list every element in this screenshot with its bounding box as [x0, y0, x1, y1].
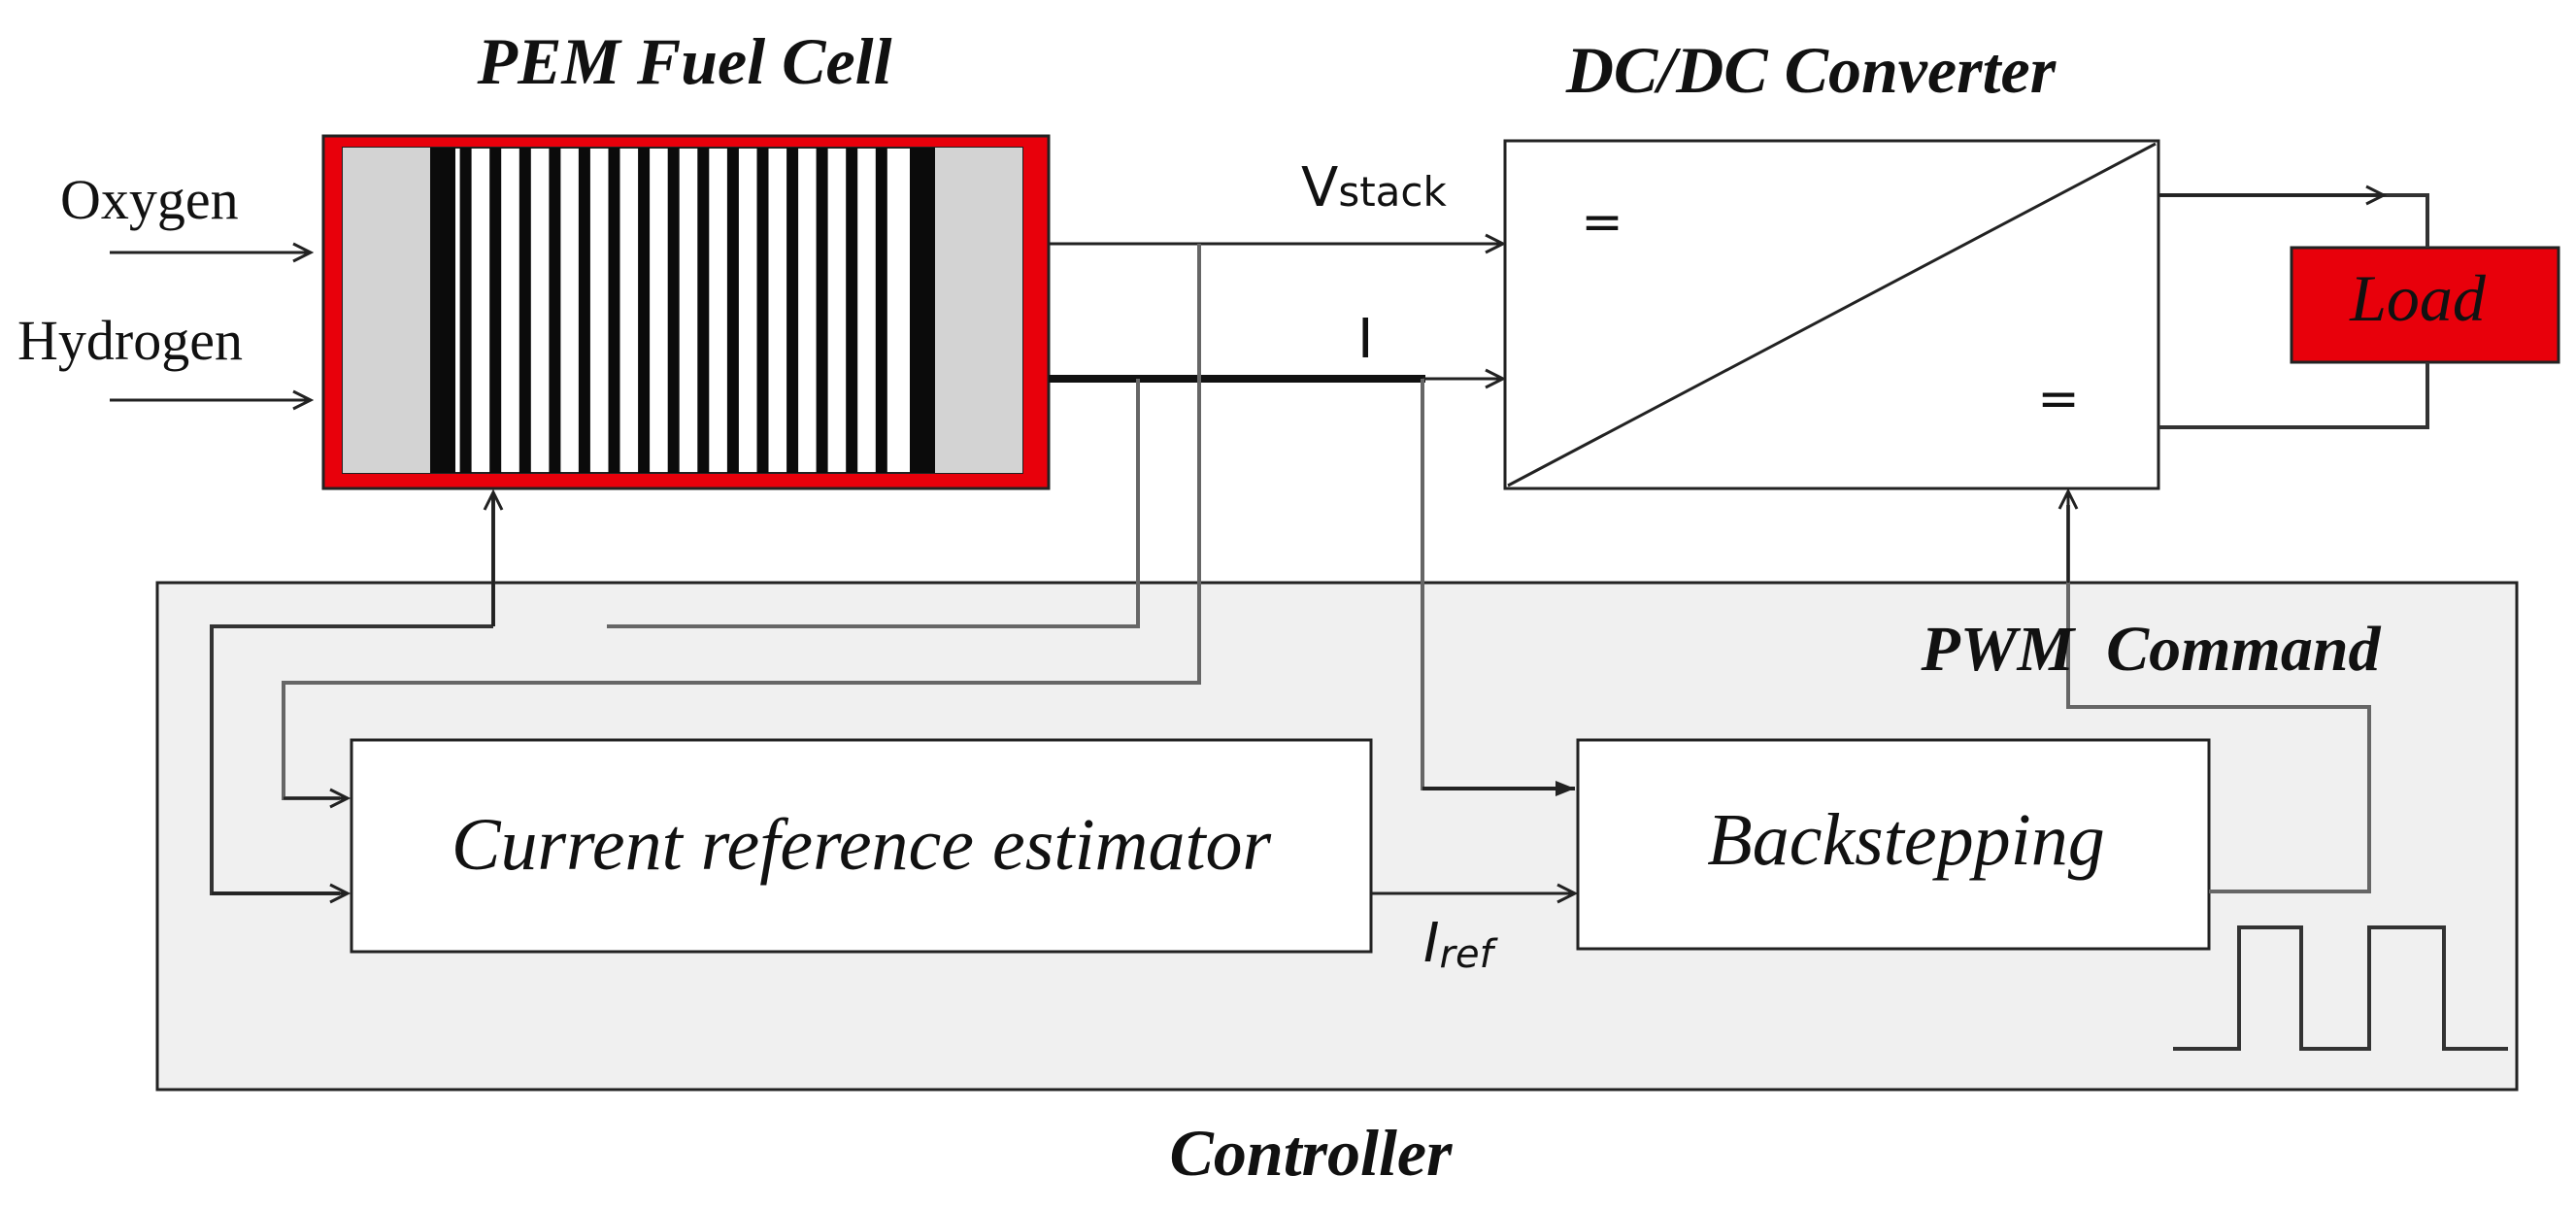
- fuel-cell-stack: [321, 134, 1051, 490]
- fuel-cell-title: PEM Fuel Cell: [477, 24, 892, 98]
- membrane-stripe: [697, 148, 710, 473]
- controller-label: Controller: [1170, 1116, 1453, 1190]
- membrane-stripe: [786, 148, 799, 473]
- backstepping-box: [1576, 738, 2211, 951]
- vstack-label: Vstack: [1301, 156, 1447, 219]
- membrane-stripe: [519, 148, 531, 473]
- pwm-command-label: PWM Command: [1920, 614, 2381, 685]
- oxygen-label: Oxygen: [60, 168, 239, 231]
- membrane-stripe: [756, 148, 769, 473]
- converter-title: DC/DC Converter: [1565, 33, 2057, 107]
- converter-symbol-out: =: [2037, 370, 2080, 428]
- end-plate-left: [343, 148, 430, 473]
- vstack-sub: stack: [1338, 168, 1447, 216]
- end-plate-right: [935, 148, 1022, 473]
- backstepping-label: Backstepping: [1707, 799, 2104, 881]
- current-label: I: [1357, 308, 1374, 371]
- converter-output-top: [2158, 193, 2429, 248]
- membrane-stripe: [638, 148, 651, 473]
- vstack-main: V: [1301, 156, 1338, 219]
- membrane-stripe: [726, 148, 739, 473]
- iref-sub: ref: [1440, 932, 1499, 977]
- membrane-stripe: [667, 148, 680, 473]
- hydrogen-label: Hydrogen: [17, 309, 243, 372]
- membrane-stripe: [578, 148, 590, 473]
- membrane-stripe: [816, 148, 828, 473]
- membrane-stripe: [875, 148, 887, 473]
- current-feedback-wire: [607, 379, 1140, 628]
- estimator-label: Current reference estimator: [452, 804, 1272, 886]
- converter-diagonal: [1507, 142, 2157, 487]
- cell-stripes: [430, 148, 935, 473]
- pwm-wire: [2066, 505, 2371, 893]
- membrane-stripe: [549, 148, 561, 473]
- load-label: Load: [2349, 261, 2487, 335]
- membrane-stripe: [430, 148, 455, 473]
- pwm-waveform: [2173, 925, 2508, 1051]
- load-box: [2290, 246, 2560, 364]
- membrane-stripe: [910, 148, 935, 473]
- membrane-stripe: [489, 148, 502, 473]
- converter-output-bottom: [2158, 362, 2429, 429]
- converter-symbol-in: =: [1581, 193, 1623, 252]
- membrane-stripe: [608, 148, 620, 473]
- membrane-stripe: [846, 148, 858, 473]
- iref-main: I: [1423, 912, 1440, 975]
- membrane-stripe: [459, 148, 472, 473]
- iref-label: Iref: [1423, 912, 1499, 977]
- current-reference-estimator-box: [350, 738, 1373, 954]
